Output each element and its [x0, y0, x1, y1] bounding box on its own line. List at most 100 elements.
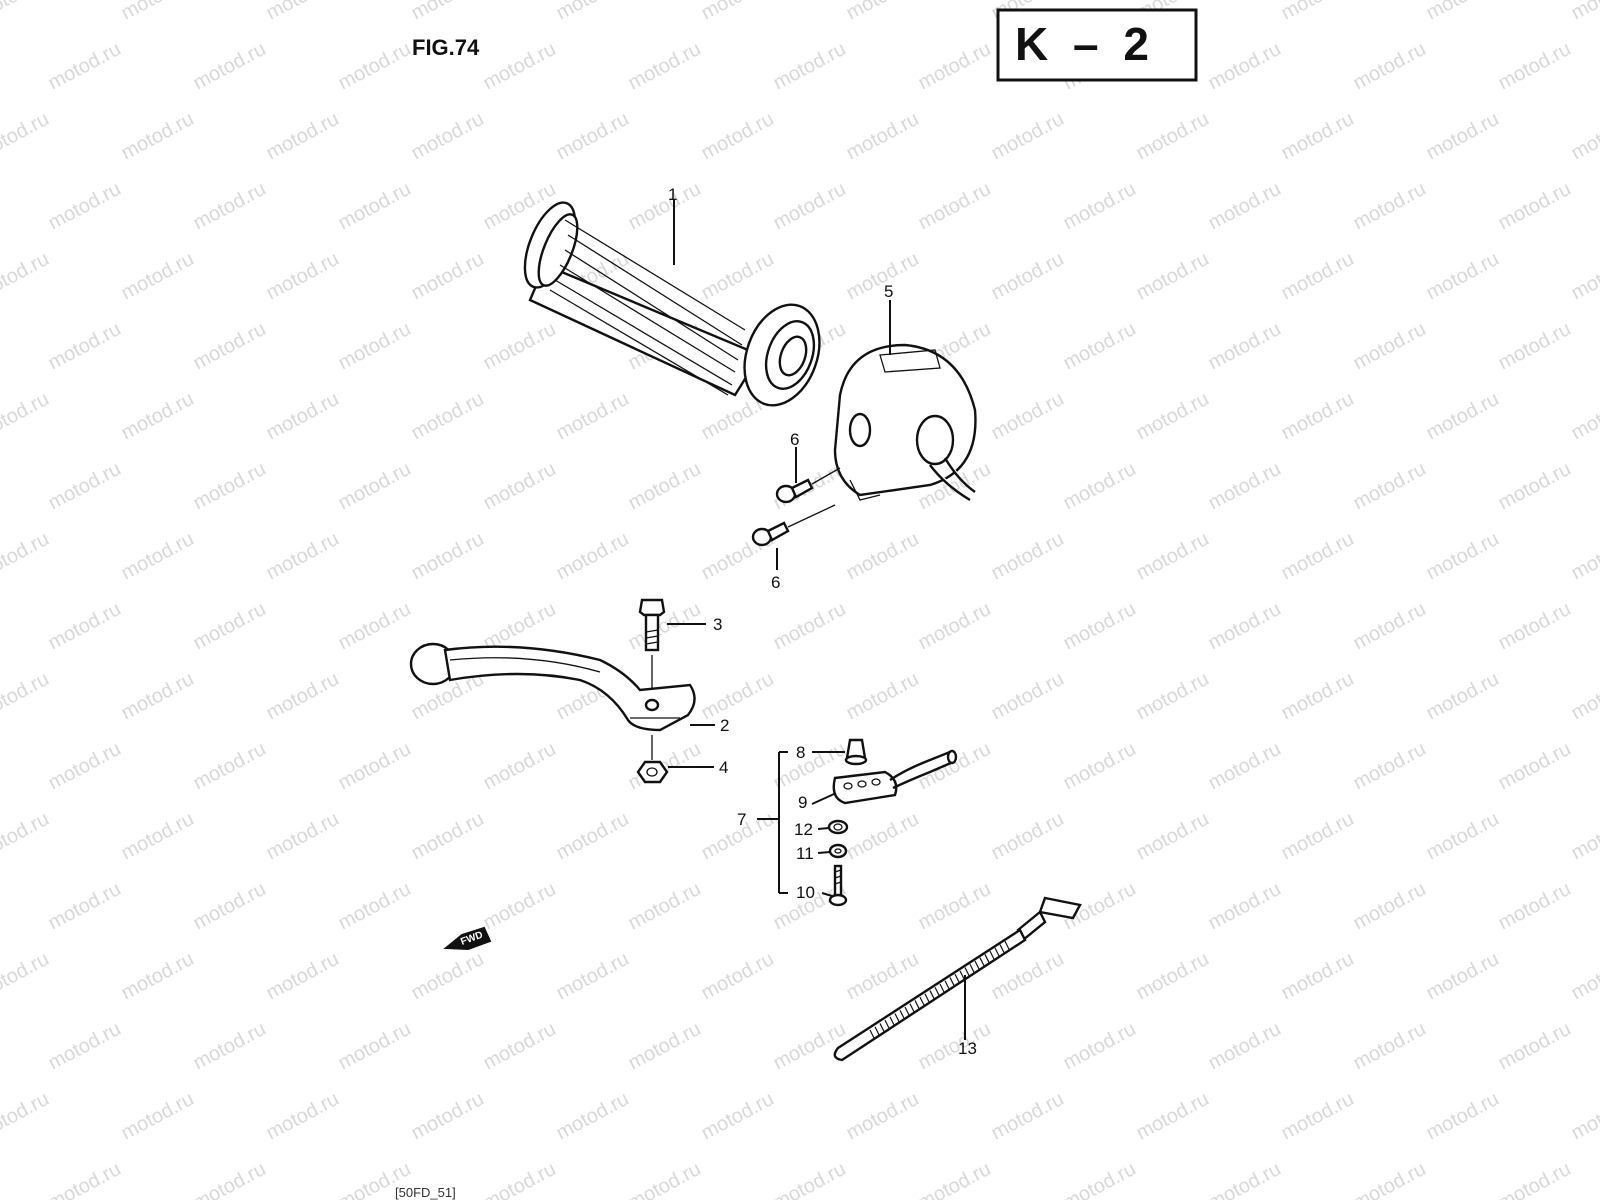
- tie-tooth: [994, 947, 1000, 957]
- watermark-text: motod.ru: [45, 598, 125, 654]
- watermark-text: motod.ru: [190, 598, 270, 654]
- watermark-text: motod.ru: [118, 248, 198, 304]
- watermark-text: motod.ru: [1133, 668, 1213, 724]
- watermark-text: motod.ru: [1278, 668, 1358, 724]
- figure-title: FIG.74: [412, 35, 480, 60]
- watermark-text: motod.ru: [263, 808, 343, 864]
- watermark-text: motod.ru: [1495, 878, 1575, 934]
- watermark-text: motod.ru: [480, 738, 560, 794]
- watermark-text: motod.ru: [1278, 248, 1358, 304]
- callout-13: 13: [958, 1039, 977, 1058]
- watermark-text: motod.ru: [553, 808, 633, 864]
- watermark-text: motod.ru: [1423, 248, 1503, 304]
- watermark-text: motod.ru: [408, 808, 488, 864]
- watermark-text: motod.ru: [45, 878, 125, 934]
- watermark-text: motod.ru: [190, 318, 270, 374]
- watermark-text: motod.ru: [263, 668, 343, 724]
- watermark-text: motod.ru: [118, 0, 198, 24]
- nut-part: [636, 760, 669, 784]
- tie-tooth: [949, 977, 955, 986]
- watermark-text: motod.ru: [45, 1018, 125, 1074]
- watermark-text: motod.ru: [843, 248, 923, 304]
- tie-tooth: [989, 950, 995, 960]
- watermark-text: motod.ru: [1495, 1018, 1575, 1074]
- screw-upper-part: [775, 467, 841, 504]
- watermark-text: motod.ru: [553, 528, 633, 584]
- watermark-text: motod.ru: [1205, 38, 1285, 94]
- watermark-text: motod.ru: [335, 458, 415, 514]
- watermark-text: motod.ru: [1133, 388, 1213, 444]
- watermark-text: motod.ru: [0, 528, 53, 584]
- tie-tooth: [999, 944, 1005, 953]
- watermark-text: motod.ru: [0, 948, 53, 1004]
- watermark-text: motod.ru: [1205, 738, 1285, 794]
- watermark-text: motod.ru: [335, 1018, 415, 1074]
- watermark-text: motod.ru: [408, 108, 488, 164]
- tie-tooth: [944, 980, 950, 989]
- tie-tooth: [924, 993, 930, 1003]
- watermark-text: motod.ru: [1568, 1088, 1600, 1144]
- watermark-text: motod.ru: [988, 808, 1068, 864]
- watermark-text: motod.ru: [408, 388, 488, 444]
- watermark-text: motod.ru: [480, 878, 560, 934]
- watermark-text: motod.ru: [1568, 388, 1600, 444]
- watermark-text: motod.ru: [553, 108, 633, 164]
- watermark-text: motod.ru: [770, 38, 850, 94]
- watermark-text: motod.ru: [553, 0, 633, 24]
- watermark-text: motod.ru: [1133, 248, 1213, 304]
- watermark-text: motod.ru: [190, 878, 270, 934]
- watermark-text: motod.ru: [118, 388, 198, 444]
- callout-line-10: [821, 892, 833, 897]
- watermark-text: motod.ru: [408, 948, 488, 1004]
- watermark-text: motod.ru: [1205, 878, 1285, 934]
- watermark-text: motod.ru: [1423, 0, 1503, 24]
- watermark-text: motod.ru: [1423, 948, 1503, 1004]
- watermark-text: motod.ru: [1568, 108, 1600, 164]
- watermark-text: motod.ru: [625, 1158, 705, 1200]
- watermark-text: motod.ru: [1350, 1158, 1430, 1200]
- watermark-text: motod.ru: [1133, 1088, 1213, 1144]
- watermark-text: motod.ru: [118, 528, 198, 584]
- watermark-text: motod.ru: [480, 458, 560, 514]
- tie-tooth: [884, 1019, 890, 1029]
- watermark-text: motod.ru: [1060, 738, 1140, 794]
- forward-direction-marker: FWD: [443, 926, 492, 951]
- watermark-text: motod.ru: [1205, 318, 1285, 374]
- watermark-text: motod.ru: [408, 528, 488, 584]
- watermark-text: motod.ru: [698, 948, 778, 1004]
- tie-tooth: [959, 970, 965, 980]
- switch-housing-part: [833, 343, 977, 502]
- callout-6a: 6: [790, 430, 799, 449]
- watermark-text: motod.ru: [1495, 1158, 1575, 1200]
- watermark-text: motod.ru: [843, 808, 923, 864]
- watermark-text: motod.ru: [118, 108, 198, 164]
- tie-tooth: [894, 1013, 900, 1022]
- watermark-text: motod.ru: [843, 668, 923, 724]
- watermark-text: motod.ru: [1568, 528, 1600, 584]
- watermark-text: motod.ru: [45, 1158, 125, 1200]
- watermark-text: motod.ru: [480, 318, 560, 374]
- tie-tooth: [984, 954, 990, 963]
- tie-tooth: [929, 990, 935, 999]
- watermark-text: motod.ru: [0, 668, 53, 724]
- watermark-text: motod.ru: [335, 178, 415, 234]
- watermark-text: motod.ru: [1350, 38, 1430, 94]
- switch-body-part: [832, 749, 958, 805]
- watermark-text: motod.ru: [0, 248, 53, 304]
- watermark-text: motod.ru: [843, 0, 923, 24]
- tie-tooth: [969, 964, 975, 973]
- figure-code: K – 2: [1015, 18, 1155, 70]
- watermark-text: motod.ru: [843, 1088, 923, 1144]
- watermark-text: motod.ru: [1495, 738, 1575, 794]
- callout-12: 12: [794, 820, 813, 839]
- watermark-text: motod.ru: [1495, 598, 1575, 654]
- watermark-text: motod.ru: [263, 1088, 343, 1144]
- cable-tie-teeth: [869, 941, 1010, 1039]
- watermark-text: motod.ru: [1495, 318, 1575, 374]
- watermark-text: motod.ru: [1205, 1158, 1285, 1200]
- watermark-text: motod.ru: [190, 38, 270, 94]
- washer-11-part: [828, 843, 848, 859]
- footer-code: [50FD_51]: [395, 1185, 456, 1200]
- callout-10: 10: [796, 883, 815, 902]
